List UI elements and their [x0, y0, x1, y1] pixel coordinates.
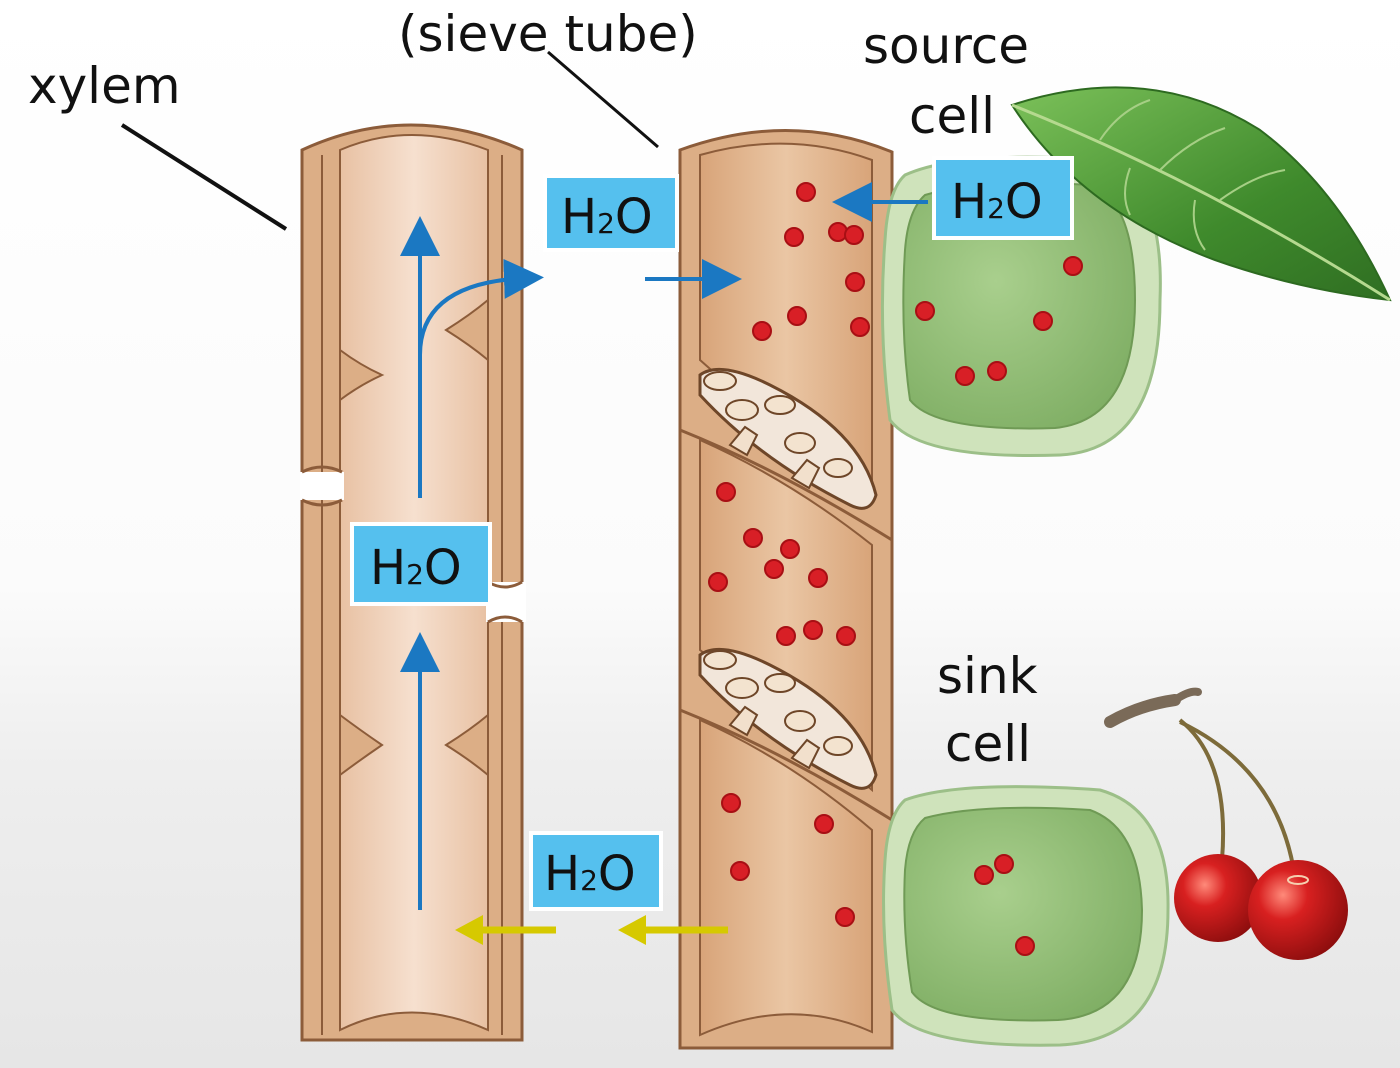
svg-text:H2O: H2O: [561, 189, 653, 245]
source-cell-label-line1: source: [863, 17, 1029, 75]
sugar-dot: [808, 568, 828, 588]
sugar-dot: [814, 814, 834, 834]
water-sub: 2: [987, 192, 1005, 225]
sugar-dot: [803, 620, 823, 640]
svg-text:H2O: H2O: [951, 174, 1043, 230]
sugar-dot: [716, 482, 736, 502]
sugar-dot: [784, 227, 804, 247]
xylem-label: xylem: [28, 57, 181, 115]
sugar-dot: [1033, 311, 1053, 331]
sugar-dot: [850, 317, 870, 337]
water-o: O: [424, 540, 462, 596]
sugar-dot: [752, 321, 772, 341]
sugar-dot: [776, 626, 796, 646]
water-o: O: [598, 846, 636, 902]
sink-cell-label-line2: cell: [945, 715, 1031, 773]
cherries-icon: [1104, 687, 1348, 960]
sugar-molecules: [708, 182, 1083, 956]
water-h: H: [561, 189, 597, 245]
sieve-tube-label: (sieve tube): [398, 5, 698, 63]
xylem-exit-arrow: [418, 258, 544, 356]
sugar-dot: [796, 182, 816, 202]
sugar-dot: [1015, 936, 1035, 956]
sugar-dot: [955, 366, 975, 386]
water-h: H: [370, 540, 406, 596]
sugar-dot: [780, 539, 800, 559]
water-sub: 2: [597, 207, 615, 240]
sugar-dot: [844, 225, 864, 245]
source-cell-label-line2: cell: [909, 87, 995, 145]
sieve-plate-lower: [698, 647, 878, 790]
sugar-dot: [845, 272, 865, 292]
water-o: O: [615, 189, 653, 245]
sugar-dot: [743, 528, 763, 548]
sugar-dot: [915, 301, 935, 321]
sugar-dot: [1063, 256, 1083, 276]
sugar-dot: [764, 559, 784, 579]
water-label-box-source: H2O: [932, 156, 1074, 240]
water-arrows: [400, 182, 928, 910]
water-h: H: [951, 174, 987, 230]
sugar-dot: [828, 222, 848, 242]
sugar-dot: [721, 793, 741, 813]
sugar-dot: [730, 861, 750, 881]
sieve-plate-upper: [698, 367, 878, 510]
water-sub: 2: [580, 864, 598, 897]
water-o: O: [1005, 174, 1043, 230]
water-sub: 2: [406, 558, 424, 591]
svg-text:H2O: H2O: [370, 540, 462, 596]
sugar-dot: [835, 907, 855, 927]
sugar-dot: [994, 854, 1014, 874]
water-label-box-xylem: H2O: [350, 522, 492, 606]
svg-text:H2O: H2O: [544, 846, 636, 902]
xylem-leader-line: [120, 123, 288, 231]
sugar-dot: [708, 572, 728, 592]
sugar-dot: [836, 626, 856, 646]
sugar-dot: [787, 306, 807, 326]
water-label-box-xylem-exit: H2O: [543, 174, 679, 252]
water-h: H: [544, 846, 580, 902]
sink-cell-label-line1: sink: [937, 647, 1038, 705]
sieve-tube-leader-line: [547, 50, 659, 149]
water-label-box-sink: H2O: [529, 831, 663, 911]
sugar-dot: [974, 865, 994, 885]
xylem-vessel: [300, 123, 526, 1042]
yellow-flow-arrows: [455, 915, 728, 945]
leaf-icon: [1010, 86, 1392, 302]
sink-cell: [882, 785, 1170, 1047]
sugar-dot: [987, 361, 1007, 381]
